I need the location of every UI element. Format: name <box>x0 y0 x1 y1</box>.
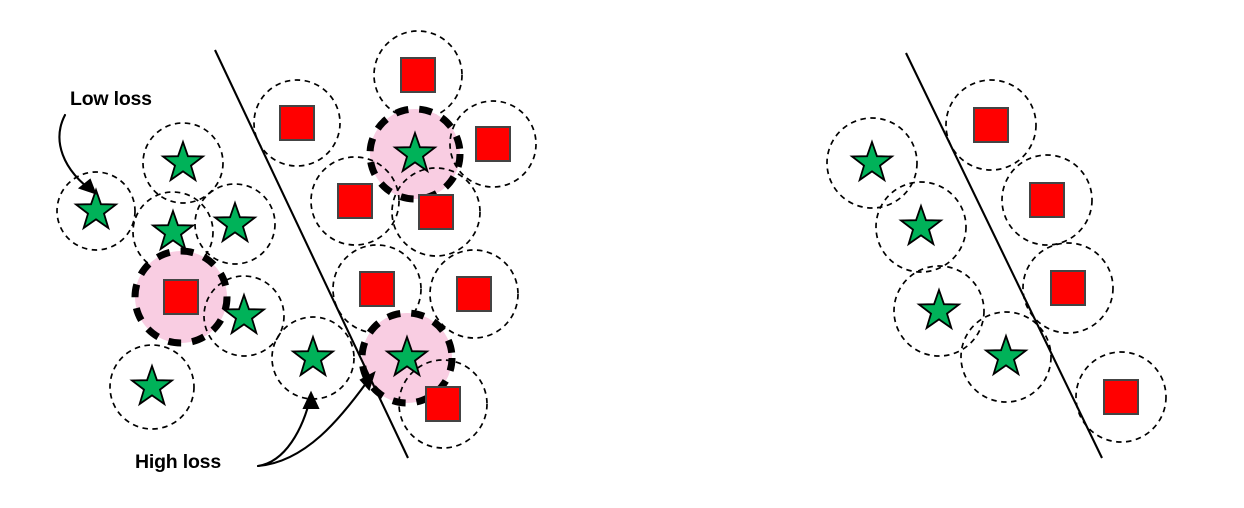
square-marker <box>475 126 511 162</box>
margin-circle <box>56 171 136 251</box>
star-marker <box>916 287 962 331</box>
margin-circle <box>875 181 967 273</box>
square-marker <box>425 386 461 422</box>
margin-circle <box>893 265 985 357</box>
margin-circle <box>203 275 285 357</box>
star-marker <box>898 203 944 247</box>
margin-circle <box>310 156 400 246</box>
margin-circle <box>194 183 276 265</box>
sample-glyphs <box>73 57 1139 422</box>
margin-circle <box>398 359 488 449</box>
margin-circle <box>1001 154 1093 246</box>
star-marker <box>73 187 119 231</box>
square-marker <box>456 276 492 312</box>
margin-circle <box>429 249 519 339</box>
callout-arrows <box>58 113 376 468</box>
high-loss-arrow-to-star <box>256 393 313 468</box>
square-marker <box>359 271 395 307</box>
decision-boundary-line <box>905 52 1103 459</box>
star-marker <box>392 130 438 174</box>
star-marker <box>212 200 258 244</box>
low-loss-arrow-head <box>77 178 97 195</box>
square-marker <box>279 105 315 141</box>
margin-circle <box>142 122 224 204</box>
margin-circle <box>391 167 481 257</box>
square-marker <box>1103 379 1139 415</box>
margin-circle <box>960 311 1052 403</box>
star-marker <box>849 139 895 183</box>
high-loss-arrow-to-highlight <box>256 373 374 468</box>
decision-boundary-line <box>214 49 409 459</box>
star-marker <box>129 363 175 407</box>
square-marker <box>337 183 373 219</box>
high-loss-arrow-to-star-head <box>302 390 320 409</box>
square-marker <box>418 194 454 230</box>
star-marker <box>290 334 336 378</box>
margin-circle <box>449 100 537 188</box>
square-marker <box>1029 182 1065 218</box>
star-marker <box>983 333 1029 377</box>
square-marker <box>400 57 436 93</box>
high-loss-arrow-to-highlight-head <box>359 370 376 391</box>
decision-boundaries <box>214 49 1103 459</box>
margin-circle <box>332 244 422 334</box>
star-marker <box>384 334 430 378</box>
high-loss-label: High loss <box>135 451 221 473</box>
square-marker <box>163 279 199 315</box>
margin-circle <box>1075 351 1167 443</box>
margin-circle <box>373 30 463 120</box>
low-loss-label: Low loss <box>70 88 152 110</box>
margin-circle <box>945 79 1037 171</box>
square-marker <box>1050 270 1086 306</box>
star-marker <box>221 292 267 336</box>
star-marker <box>160 139 206 183</box>
margin-circle <box>1022 242 1114 334</box>
margin-circle <box>826 117 918 209</box>
square-marker <box>973 107 1009 143</box>
margin-circle <box>253 79 341 167</box>
star-marker <box>150 208 196 252</box>
margin-circle <box>109 344 195 430</box>
